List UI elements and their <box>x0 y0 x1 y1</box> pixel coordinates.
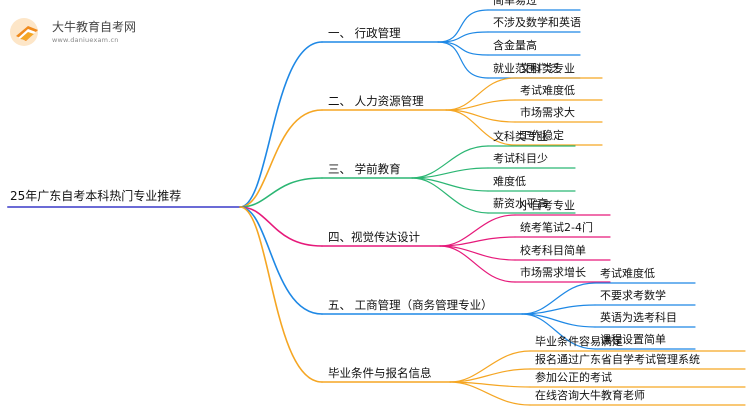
branch-link-3 <box>239 177 323 208</box>
leaf-link-2-1 <box>445 77 516 111</box>
leaf-link-1-3 <box>437 41 489 56</box>
leaf-link-3-2 <box>411 167 489 179</box>
leaf-5-1: 考试难度低 <box>600 267 655 280</box>
leaf-link-6-1 <box>449 350 531 383</box>
leaf-5-3: 英语为选考科目 <box>600 311 677 324</box>
leaf-2-1: 文科类专业 <box>520 62 575 75</box>
leaf-link-1-2 <box>437 31 489 43</box>
leaf-1-3: 含金量高 <box>493 39 537 52</box>
branch-6: 毕业条件与报名信息 <box>328 366 432 380</box>
logo-url: www.daniuexam.cn <box>52 36 119 44</box>
leaf-link-2-4 <box>445 109 516 146</box>
leaf-4-1: 小自考专业 <box>520 199 575 212</box>
leaf-5-4: 课程设置简单 <box>600 333 666 346</box>
branch-link-5 <box>239 206 323 315</box>
branch-4: 四、视觉传达设计 <box>328 230 420 244</box>
leaf-4-2: 统考笔试2-4门 <box>520 221 593 234</box>
leaf-4-3: 校考科目简单 <box>520 244 586 257</box>
leaf-4-4: 市场需求增长 <box>520 266 586 279</box>
logo-name: 大牛教育自考网 <box>52 20 137 34</box>
leaf-1-2: 不涉及数学和英语 <box>493 16 581 29</box>
leaf-6-1: 毕业条件容易满足 <box>535 335 623 348</box>
leaf-link-4-3 <box>439 245 516 261</box>
leaf-1-1: 简单易过 <box>493 0 537 7</box>
leaf-5-2: 不要求考数学 <box>600 289 666 302</box>
leaf-link-1-4 <box>437 41 489 79</box>
book-logo-icon <box>10 18 38 46</box>
branch-link-2 <box>239 109 323 208</box>
branch-5: 五、 工商管理（商务管理专业） <box>328 298 493 312</box>
leaf-link-3-3 <box>411 177 489 192</box>
branch-3: 三、 学前教育 <box>328 162 401 176</box>
leaf-link-6-4 <box>449 381 531 406</box>
leaf-link-4-4 <box>439 245 516 283</box>
leaf-link-1-1 <box>437 9 489 43</box>
leaf-2-2: 考试难度低 <box>520 84 575 97</box>
branch-2: 二、 人力资源管理 <box>328 94 424 108</box>
leaf-link-5-4 <box>521 313 596 350</box>
branch-link-1 <box>239 41 323 208</box>
leaf-6-3: 参加公正的考试 <box>535 371 612 384</box>
leaf-3-4: 薪资水平高 <box>493 197 548 210</box>
leaf-6-4: 在线咨询大牛教育老师 <box>535 389 645 402</box>
branch-link-6 <box>239 206 323 383</box>
branch-1: 一、 行政管理 <box>328 26 401 40</box>
leaf-1-4: 就业范围广泛 <box>493 62 559 75</box>
root-node: 25年广东自考本科热门专业推荐 <box>10 189 182 203</box>
logo: 大牛教育自考网 www.daniuexam.cn <box>8 14 138 50</box>
leaf-3-1: 文科类专业 <box>493 130 548 143</box>
leaf-link-3-4 <box>411 177 489 214</box>
leaf-2-4: 工作稳定 <box>520 129 564 142</box>
leaf-6-2: 报名通过广东省自学考试管理系统 <box>535 353 700 366</box>
leaf-2-3: 市场需求大 <box>520 106 575 119</box>
branch-link-4 <box>239 206 323 247</box>
leaf-3-2: 考试科目少 <box>493 152 548 165</box>
leaf-3-3: 难度低 <box>493 175 526 188</box>
